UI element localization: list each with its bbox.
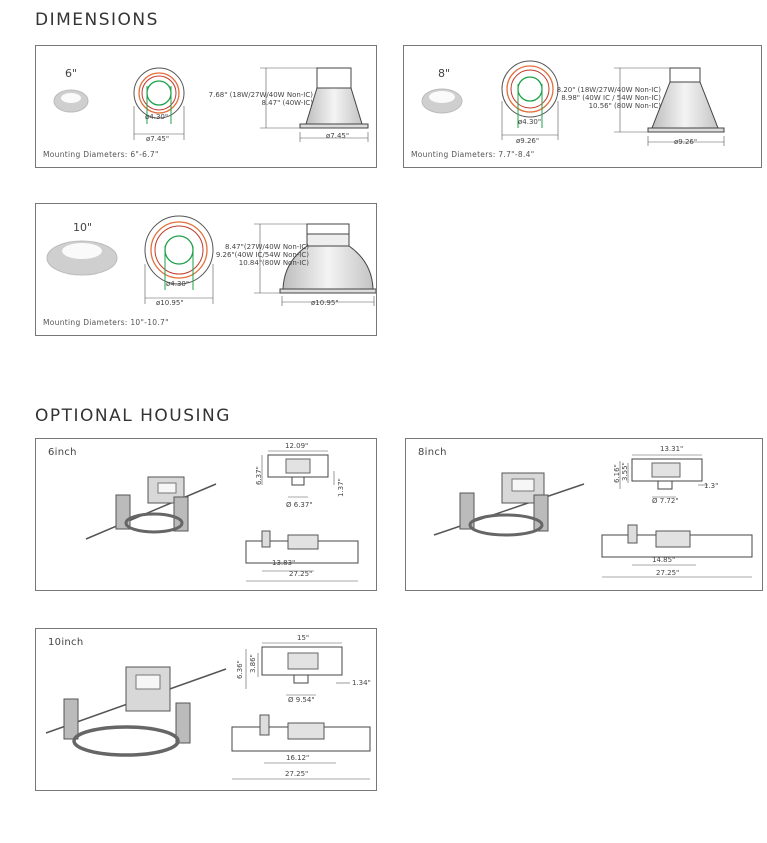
housing-left-height-label: 6.16" bbox=[613, 464, 621, 483]
side-dimension-drawing bbox=[601, 524, 753, 578]
housing-total-width-label: 27.25" bbox=[289, 570, 313, 578]
inner-diameter-label: ø4.30" bbox=[518, 118, 542, 126]
height-label: 8.47" (40W-IC) bbox=[261, 99, 313, 107]
inner-diameter-label: ø4.30" bbox=[145, 113, 169, 121]
top-view bbox=[133, 67, 185, 140]
housing-width-label: 12.09" bbox=[285, 442, 309, 450]
side-diameter-label: ø9.26" bbox=[674, 138, 698, 146]
trim-size-label: 8" bbox=[438, 67, 451, 80]
housing-illustration bbox=[433, 472, 585, 537]
housing-right-height-label: 1.3" bbox=[704, 482, 719, 490]
side-diameter-label: ø7.45" bbox=[326, 132, 350, 140]
housing-inner-height-label: 3.86" bbox=[249, 654, 257, 673]
side-diameter-label: ø10.95" bbox=[311, 299, 339, 307]
housing-width-label: 13.31" bbox=[660, 445, 684, 453]
side-view bbox=[254, 223, 376, 306]
side-dimension-drawing bbox=[231, 714, 371, 780]
height-label: 10.56" (80W Non-IC) bbox=[588, 102, 661, 110]
housing-total-width-label: 27.25" bbox=[656, 569, 680, 577]
dimension-panel-6: 6" ø4.30" ø7.45" ø7.45" 7.68" (18W/27W/4… bbox=[35, 45, 377, 168]
height-label: 7.68" (18W/27W/40W Non-IC) bbox=[208, 91, 313, 99]
housing-left-height-label: 6.36" bbox=[236, 660, 244, 679]
optional-housing-title: OPTIONAL HOUSING bbox=[35, 406, 231, 426]
mounting-diameter-text: Mounting Diameters: 10"-10.7" bbox=[43, 318, 169, 327]
trim-size-label: 6" bbox=[65, 67, 78, 80]
dimension-panel-8: 8" ø4.30" ø9.26" ø9.26" 8.20" (18W/27W/4… bbox=[403, 45, 762, 168]
dimension-drawing-10 bbox=[46, 215, 376, 306]
height-label: 9.26"(40W IC/54W Non-IC) bbox=[215, 251, 309, 259]
dimension-panel-10: 10" ø4.30" ø10.95" ø10.95" 8.47"(27W/40W… bbox=[35, 203, 377, 336]
dimensions-title: DIMENSIONS bbox=[35, 10, 159, 30]
outer-diameter-label: ø7.45" bbox=[146, 135, 170, 143]
side-view bbox=[260, 67, 369, 142]
housing-illustration bbox=[45, 666, 227, 757]
top-view bbox=[144, 215, 214, 304]
dimension-drawing-8 bbox=[421, 60, 725, 146]
housing-right-height-label: 1.34" bbox=[352, 679, 371, 687]
housing-drawing-10 bbox=[45, 642, 371, 780]
housing-diameter-label: Ø 7.72" bbox=[652, 497, 679, 505]
housing-left-height-label: 6.37" bbox=[255, 466, 263, 485]
housing-inner-width-label: 13.83" bbox=[272, 559, 296, 567]
housing-panel-6: 6inch 12.09" 6.37" 1.37" Ø 6.37" 13.83" … bbox=[35, 438, 377, 591]
housing-label: 8inch bbox=[418, 447, 447, 458]
height-label: 10.84"(80W Non-IC) bbox=[238, 259, 309, 267]
housing-width-label: 15" bbox=[297, 634, 310, 642]
outer-diameter-label: ø10.95" bbox=[156, 299, 184, 307]
dimension-drawing-6 bbox=[53, 67, 369, 142]
side-dimension-drawing bbox=[245, 530, 359, 582]
height-label: 8.98" (40W IC / 54W Non-IC) bbox=[561, 94, 661, 102]
height-label: 8.20" (18W/27W/40W Non-IC) bbox=[556, 86, 661, 94]
housing-inner-width-label: 16.12" bbox=[286, 754, 310, 762]
housing-label: 10inch bbox=[48, 637, 84, 648]
housing-right-height-label: 1.37" bbox=[337, 478, 345, 497]
housing-drawing-8 bbox=[433, 454, 753, 578]
top-view bbox=[501, 60, 559, 140]
height-labels: 8.47"(27W/40W Non-IC) 9.26"(40W IC/54W N… bbox=[196, 243, 309, 267]
housing-diameter-label: Ø 6.37" bbox=[286, 501, 313, 509]
inner-diameter-label: ø4.30" bbox=[166, 280, 190, 288]
housing-total-width-label: 27.25" bbox=[285, 770, 309, 778]
trim-size-label: 10" bbox=[73, 221, 93, 234]
height-labels: 7.68" (18W/27W/40W Non-IC) 8.47" (40W-IC… bbox=[204, 91, 313, 107]
mounting-diameter-text: Mounting Diameters: 6"-6.7" bbox=[43, 150, 159, 159]
housing-panel-8: 8inch 13.31" 6.16" 3.55" 1.3" Ø 7.72" 14… bbox=[405, 438, 763, 591]
mounting-diameter-text: Mounting Diameters: 7.7"-8.4" bbox=[411, 150, 535, 159]
housing-inner-height-label: 3.55" bbox=[621, 462, 629, 481]
housing-inner-width-label: 14.85" bbox=[652, 556, 676, 564]
housing-illustration bbox=[85, 476, 217, 540]
outer-diameter-label: ø9.26" bbox=[516, 137, 540, 145]
housing-panel-10: 10inch 15" 6.36" 3.86" 1.34" Ø 9.54" 16.… bbox=[35, 628, 377, 791]
top-dimension-drawing bbox=[261, 450, 335, 498]
height-label: 8.47"(27W/40W Non-IC) bbox=[225, 243, 309, 251]
top-dimension-drawing bbox=[619, 454, 708, 498]
housing-drawing-6 bbox=[85, 450, 359, 582]
height-labels: 8.20" (18W/27W/40W Non-IC) 8.98" (40W IC… bbox=[556, 86, 661, 110]
housing-diameter-label: Ø 9.54" bbox=[288, 696, 315, 704]
housing-label: 6inch bbox=[48, 447, 77, 458]
top-dimension-drawing bbox=[245, 642, 350, 696]
side-view bbox=[614, 67, 725, 146]
